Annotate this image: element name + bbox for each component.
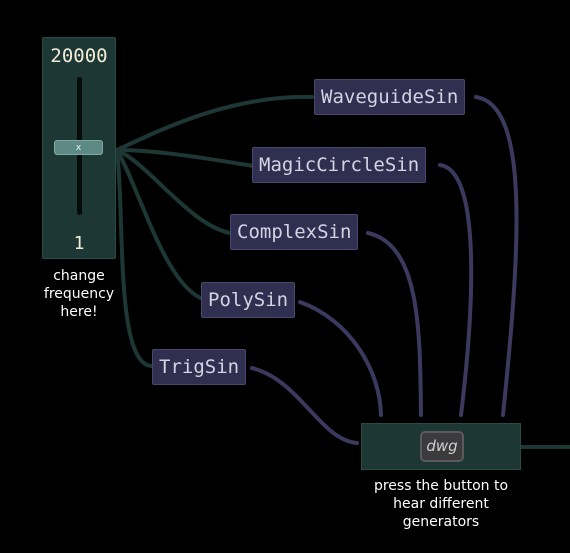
cable-slider-to-trig [115,148,154,368]
dwg-button[interactable]: dwg [420,431,464,462]
generator-switch: dwg [361,423,521,470]
slider-thumb[interactable]: x [54,140,103,155]
generator-waveguidesin[interactable]: WaveguideSin [314,79,466,115]
cable-slider-to-waveguide [115,94,314,152]
cable-slider-to-complex [115,148,232,235]
generator-complexsin[interactable]: ComplexSin [230,214,359,250]
cable-slider-to-magiccircle [115,148,256,168]
button-caption: press the button to hear different gener… [373,478,509,530]
frequency-slider[interactable]: 20000 x 1 [42,37,116,259]
generator-magiccirclesin[interactable]: MagicCircleSin [252,147,427,183]
slider-max-value: 20000 [50,45,108,67]
frequency-caption: change frequency here! [43,268,115,320]
cable-magiccircle-to-switch [438,163,474,417]
cable-poly-to-switch [298,300,383,417]
generator-trigsin[interactable]: TrigSin [152,349,247,385]
generator-polysin[interactable]: PolySin [201,282,296,318]
cable-trig-to-switch [250,366,359,445]
slider-min-value: 1 [73,233,85,254]
cable-complex-to-switch [366,231,423,417]
cable-slider-to-poly [115,148,205,301]
cable-waveguide-to-switch [474,95,519,417]
